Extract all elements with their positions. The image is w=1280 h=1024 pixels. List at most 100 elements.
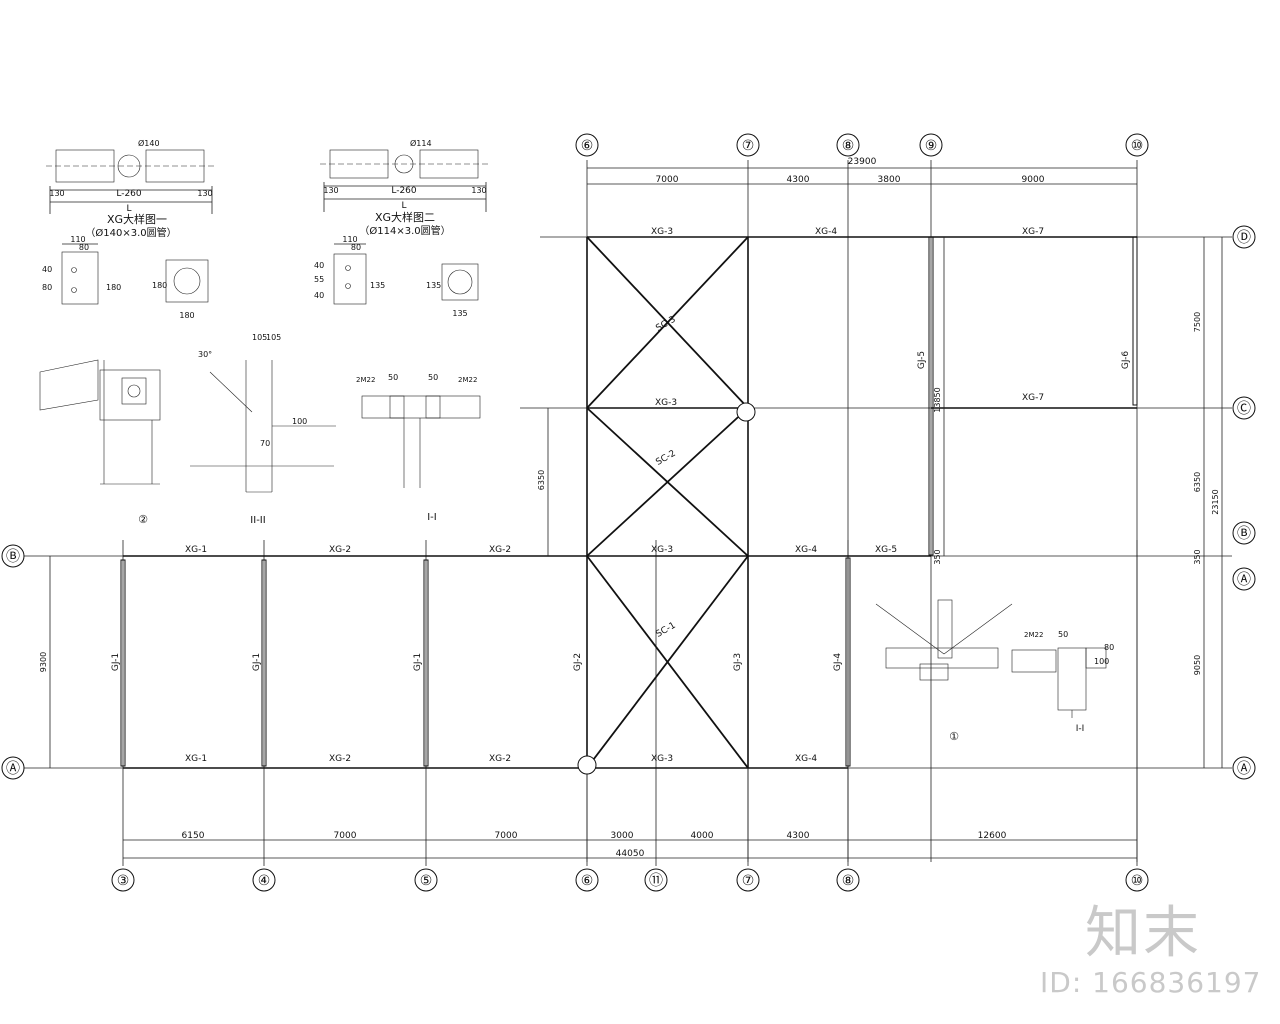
watermark-id: ID: 166836197 xyxy=(1040,966,1262,999)
watermark-logo: 知末 xyxy=(1085,901,1201,966)
brace-label: SC-2 xyxy=(654,449,677,468)
dim-text: 350 xyxy=(933,549,942,564)
d1-180c: 180 xyxy=(152,281,167,290)
cd-100: 100 xyxy=(292,417,307,426)
grid-bubble-top-circle xyxy=(575,133,599,157)
cd-30deg: 30° xyxy=(198,350,212,359)
grid-bubble-top: ⑥ xyxy=(581,138,594,154)
node-marker xyxy=(577,755,597,775)
beam-label: XG-7 xyxy=(1022,227,1044,237)
grid-bubble-right: Ⓒ xyxy=(1237,401,1251,417)
column-label: GJ-2 xyxy=(573,653,583,671)
dim-text: 7500 xyxy=(1193,312,1202,332)
d1-L: L xyxy=(126,204,131,214)
grid-bubble-left: Ⓐ xyxy=(6,761,20,777)
grid-bubble-bottom: ⑪ xyxy=(649,873,663,889)
column-label: GJ-6 xyxy=(1121,351,1131,370)
column-gj xyxy=(928,236,934,556)
rd-50: 50 xyxy=(1058,630,1068,639)
beam-label: XG-4 xyxy=(795,754,817,764)
d2-110: 110 xyxy=(342,235,357,244)
d1-sub: （Ø140×3.0圆管） xyxy=(85,226,176,239)
node-marker xyxy=(736,402,756,422)
cd-2m22a: 2M22 xyxy=(356,376,375,384)
grid-bubble-bottom: ⑩ xyxy=(1131,873,1144,889)
rd-2m22: 2M22 xyxy=(1024,631,1043,639)
column-label: GJ-3 xyxy=(733,653,743,671)
d2-len: L-260 xyxy=(391,186,417,196)
column-gj xyxy=(1132,236,1138,406)
grid-bubble-bottom-circle xyxy=(1125,868,1149,892)
d1-80b: 80 xyxy=(42,283,52,292)
dim-text: 7000 xyxy=(656,175,679,185)
beam-label: XG-1 xyxy=(185,545,207,555)
beam-label: XG-3 xyxy=(651,545,673,555)
brace-line xyxy=(586,236,749,409)
dim-text: 9050 xyxy=(1193,655,1202,675)
column-label: GJ-1 xyxy=(413,653,423,671)
beam-label: XG-2 xyxy=(489,754,511,764)
cd-2m22b: 2M22 xyxy=(458,376,477,384)
brace-line xyxy=(586,555,749,769)
grid-bubble-bottom-circle xyxy=(736,868,760,892)
grid-bubble-bottom: ③ xyxy=(117,873,130,889)
dim-text: 4300 xyxy=(787,175,810,185)
cd-105a: 105 xyxy=(252,333,267,342)
column-gj xyxy=(845,557,851,767)
beam-label: XG-4 xyxy=(815,227,837,237)
dim-text: 44050 xyxy=(616,849,645,859)
connection-details: ② 105 105 100 70 30° II-II 50 50 2M22 2M… xyxy=(39,333,481,526)
cd-50b: 50 xyxy=(428,373,438,382)
section-mark-I: I-I xyxy=(427,512,437,523)
grid-bubble-right: Ⓑ xyxy=(1237,526,1251,542)
d1-len: L-260 xyxy=(116,189,142,199)
rd-100: 100 xyxy=(1094,657,1109,666)
column-label: GJ-1 xyxy=(111,653,121,671)
dim-text: 23150 xyxy=(1211,489,1220,514)
grid-bubble-bottom: ⑤ xyxy=(420,873,433,889)
column-label: GJ-4 xyxy=(833,653,843,672)
brace-label: SC-3 xyxy=(654,315,677,334)
grid-bubble-bottom: ⑥ xyxy=(581,873,594,889)
dim-text: 350 xyxy=(1193,549,1202,564)
section-mark-I-right: I-I xyxy=(1076,724,1085,734)
grid-bubble-bottom-circle xyxy=(836,868,860,892)
grid-bubble-bottom: ④ xyxy=(258,873,271,889)
detail-xg-2: L-260 L 130 130 Ø114 XG大样图二 （Ø114×3.0圆管）… xyxy=(314,138,490,318)
dim-text: 7000 xyxy=(495,831,518,841)
dim-text: 6150 xyxy=(182,831,205,841)
dim-text: 6350 xyxy=(537,470,546,490)
grid-bubble-top-circle xyxy=(1125,133,1149,157)
grid-bubble-bottom-circle xyxy=(644,868,668,892)
grid-bubble-right-circle xyxy=(1232,567,1256,591)
d1-80: 80 xyxy=(79,243,89,252)
d1-130b: 130 xyxy=(197,189,212,198)
grid-bubble-right: Ⓓ xyxy=(1237,230,1251,246)
grid-bubble-top: ⑦ xyxy=(742,138,755,154)
grid-bubble-bottom-circle xyxy=(575,868,599,892)
d2-130b: 130 xyxy=(471,186,486,195)
d1-dia: Ø140 xyxy=(138,138,160,148)
column-gj xyxy=(423,559,429,767)
d2-sub: （Ø114×3.0圆管） xyxy=(359,224,450,237)
grid-bubble-bottom-circle xyxy=(414,868,438,892)
d2-L: L xyxy=(401,201,406,211)
column-label: GJ-5 xyxy=(917,351,927,369)
rd-80: 80 xyxy=(1104,643,1114,652)
steel-beams xyxy=(120,236,1138,769)
d2-40: 40 xyxy=(314,261,324,270)
d1-title: XG大样图一 xyxy=(107,212,167,226)
d1-130a: 130 xyxy=(49,189,64,198)
dim-text: 12600 xyxy=(978,831,1007,841)
grid-bubble-right: Ⓐ xyxy=(1237,761,1251,777)
column-gj xyxy=(261,559,267,767)
cd-105b: 105 xyxy=(266,333,281,342)
d2-dia: Ø114 xyxy=(410,138,432,148)
brace-label: SC-1 xyxy=(654,621,677,640)
grid-bubble-top: ⑨ xyxy=(925,138,938,154)
grid-bubble-left: Ⓑ xyxy=(6,549,20,565)
cd-50a: 50 xyxy=(388,373,398,382)
grid-bubble-right-circle xyxy=(1232,521,1256,545)
